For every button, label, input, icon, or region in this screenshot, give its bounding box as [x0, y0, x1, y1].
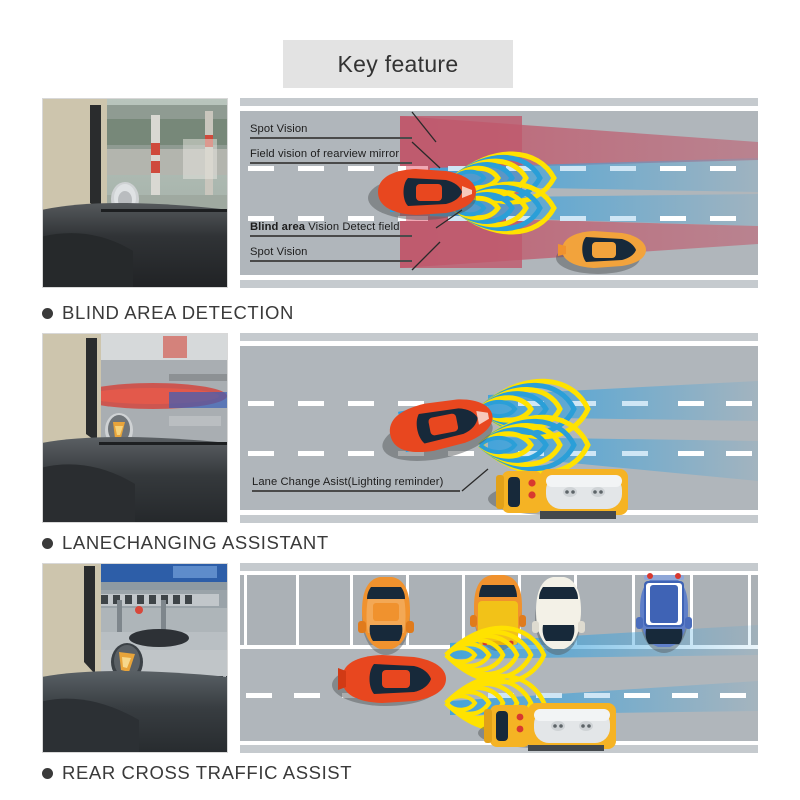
vehicle-tank-truck: [478, 703, 616, 751]
label-underline-spot-vision-bottom: [250, 260, 412, 262]
photo-parking-lot-mirror: [42, 563, 228, 753]
vehicle-parked-orange: [358, 577, 414, 655]
label-spot-vision-bottom: Spot Vision: [250, 246, 308, 258]
label-underline-lane-change-assist: [252, 490, 460, 492]
diagram-rear-cross-traffic-assist: [240, 563, 758, 753]
page-title-box: Key feature: [283, 40, 513, 88]
diagram-blind-area-detection: Spot Vision Field vision of rearview mir…: [240, 98, 758, 288]
label-blind-area-bold: Blind area: [250, 221, 306, 233]
vehicle-tank-truck: [488, 469, 628, 519]
diagram-lanechanging-art: [240, 333, 758, 523]
label-blind-area-rest: Vision Detect field: [305, 221, 400, 233]
label-underline-spot-vision-top: [250, 137, 412, 139]
label-underline-blind-area: [250, 235, 412, 237]
photo-parking-lot-art: [43, 564, 227, 752]
photo-blind-spot-indicator: [42, 98, 228, 288]
photo-indicator-lit-art: [43, 334, 227, 522]
vehicle-ego-car: [382, 399, 493, 461]
label-blind-area: Blind area Vision Detect field: [250, 221, 400, 233]
diagram-blind-area-art: [240, 98, 758, 288]
label-lane-change-assist: Lane Change Asist(Lighting reminder): [252, 476, 444, 488]
photo-blind-spot-indicator-art: [43, 99, 227, 287]
vehicle-parked-white: [532, 577, 585, 655]
label-field-vision: Field vision of rearview mirror: [250, 148, 400, 160]
vehicle-ego-car: [332, 655, 446, 706]
bullet-icon: [42, 767, 53, 779]
diagram-lanechanging-assistant: Lane Change Asist(Lighting reminder): [240, 333, 758, 523]
bullet-icon: [42, 307, 53, 319]
caption-text: REAR CROSS TRAFFIC ASSIST: [62, 762, 353, 783]
caption-blind-area-detection: BLIND AREA DETECTION: [42, 301, 294, 325]
vehicle-ego-car: [368, 169, 476, 220]
vehicle-parked-blue: [636, 573, 692, 653]
caption-rear-cross-traffic-assist: REAR CROSS TRAFFIC ASSIST: [42, 761, 352, 785]
vehicle-following-car: [556, 231, 646, 274]
caption-lanechanging-assistant: LANECHANGING ASSISTANT: [42, 531, 329, 555]
caption-text: BLIND AREA DETECTION: [62, 302, 294, 323]
page-title: Key feature: [337, 50, 459, 77]
label-underline-field-vision: [250, 162, 412, 164]
bullet-icon: [42, 537, 53, 549]
photo-indicator-lit: [42, 333, 228, 523]
diagram-rear-cross-traffic-art: [240, 563, 758, 753]
caption-text: LANECHANGING ASSISTANT: [62, 532, 329, 553]
label-spot-vision-top: Spot Vision: [250, 123, 308, 135]
